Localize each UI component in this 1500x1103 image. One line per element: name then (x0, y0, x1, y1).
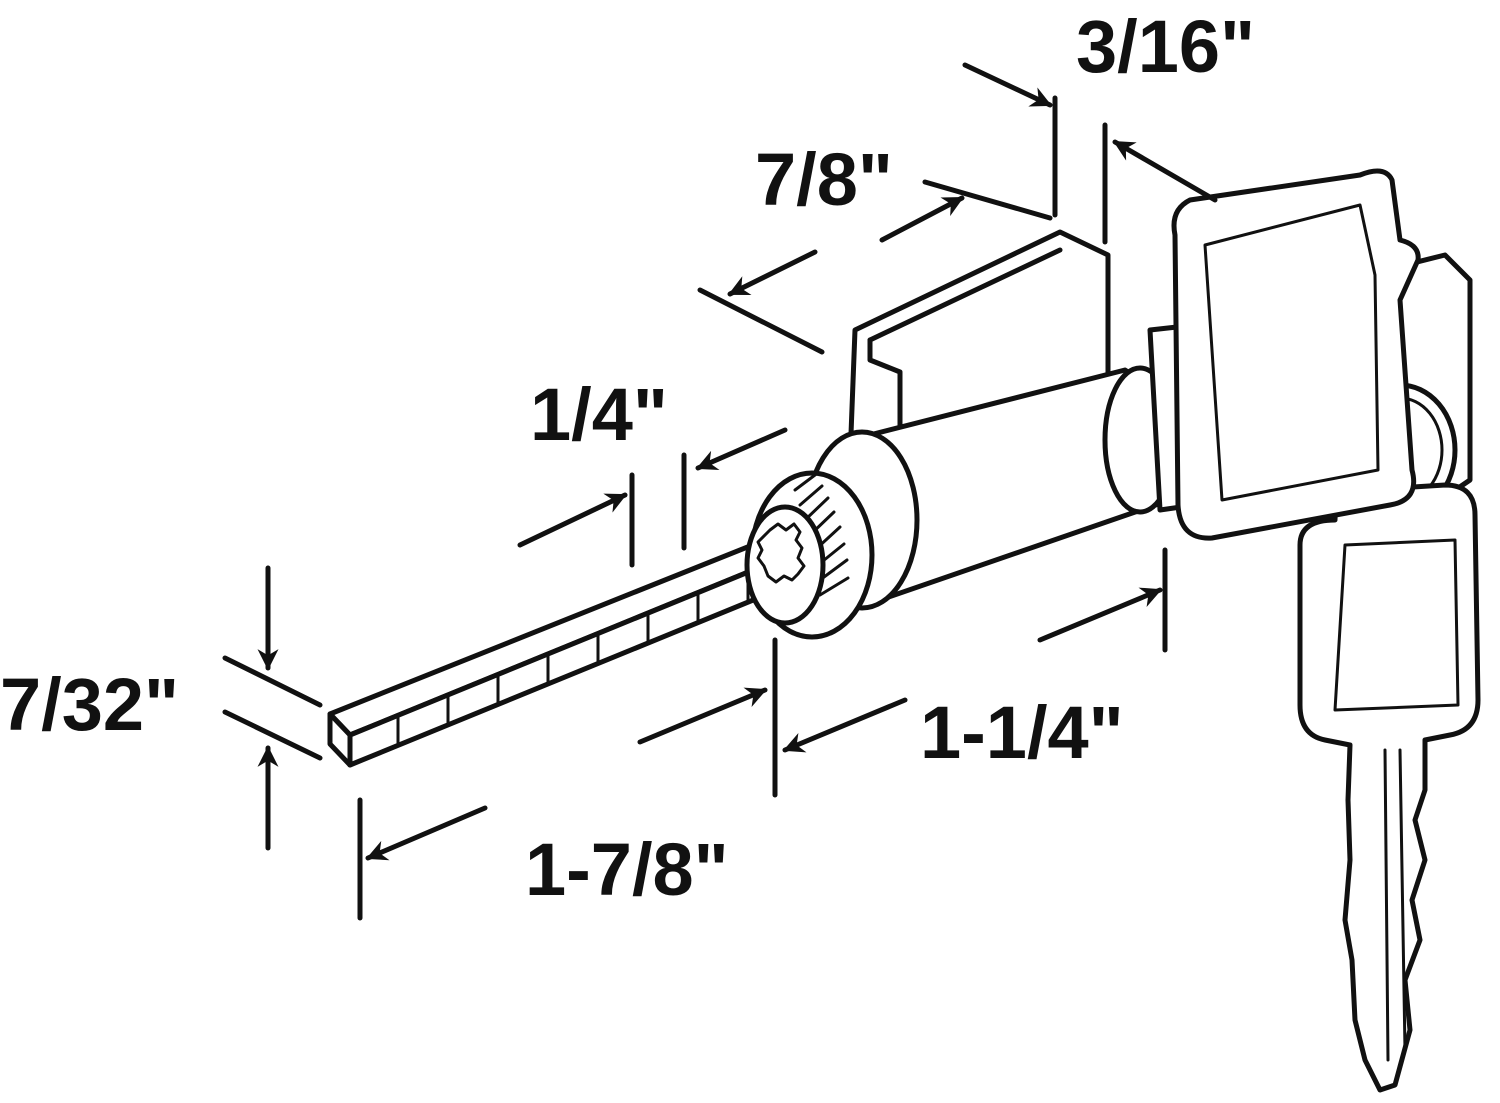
key-head (1147, 168, 1421, 541)
dimension-label-collar: 1/4" (530, 373, 668, 456)
cylinder-body (744, 229, 1178, 640)
tailpiece-bar (327, 537, 788, 768)
dimension-label-shoulder: 3/16" (1076, 5, 1255, 88)
dimension-label-tailpiece-width: 7/32" (0, 663, 179, 746)
dimension-label-body-length: 7/8" (755, 138, 893, 221)
dimension-label-tailpiece-length: 1-7/8" (525, 828, 729, 911)
dimension-label-cylinder-length: 1-1/4" (920, 691, 1124, 774)
dimension-lines (222, 62, 1218, 921)
